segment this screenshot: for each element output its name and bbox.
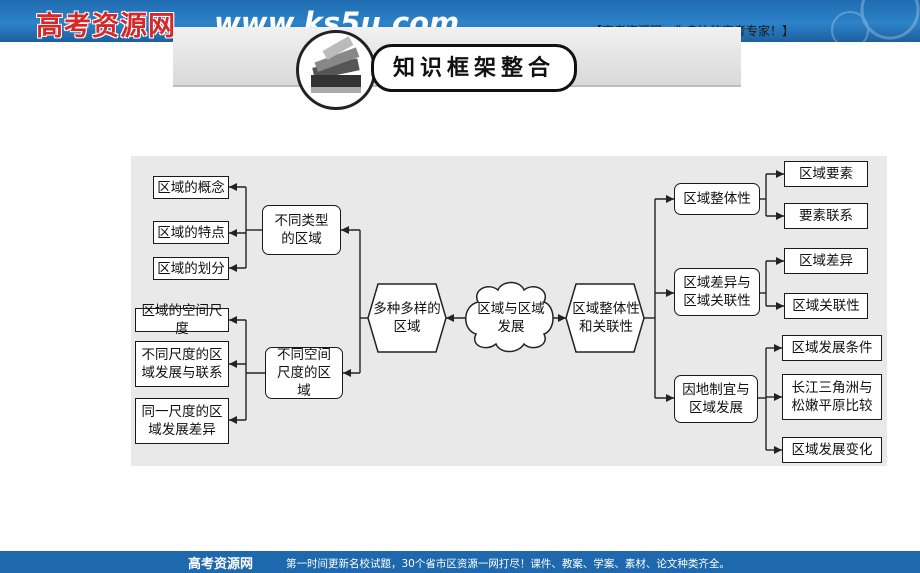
left-branch-types: 不同类型的区域 [262,205,341,255]
right-leaf-conditions: 区域发展条件 [782,335,882,361]
books-icon [296,30,376,110]
right-main-hexagon [565,283,645,353]
right-leaf-change: 区域发展变化 [782,437,882,463]
center-node: 区域与区域发展 [477,301,545,335]
right-leaf-elements: 区域要素 [784,161,868,187]
center-cloud-shape [465,281,554,353]
footer-bar: 高考资源网 第一时间更新名校试题，30个省市区资源一网打尽！课件、教案、学案、素… [0,551,920,573]
left-leaf-division: 区域的划分 [153,257,229,280]
right-leaf-element-links: 要素联系 [784,203,868,229]
section-title-box: 知识框架整合 [371,44,577,92]
left-leaf-spatial-scale: 区域的空间尺度 [135,303,229,337]
footer-brand: 高考资源网 [188,557,254,572]
left-branch-spatial: 不同空间尺度的区域 [265,347,343,399]
right-branch-integrity: 区域整体性 [674,183,760,215]
left-leaf-different-scale: 不同尺度的区域发展与联系 [135,341,229,387]
left-main-node: 多种多样的区域 [373,301,441,335]
left-leaf-concept: 区域的概念 [153,176,229,199]
left-leaf-features: 区域的特点 [153,221,229,244]
right-leaf-comparison: 长江三角洲与松嫩平原比较 [782,374,882,420]
decorative-swirl-icon [831,0,920,42]
right-branch-difference: 区域差异与区域关联性 [674,268,760,316]
right-branch-adaptation: 因地制宜与区域发展 [674,375,758,423]
right-leaf-relevance: 区域关联性 [784,293,868,319]
site-logo: 高考资源网 [36,11,176,42]
left-leaf-same-scale: 同一尺度的区域发展差异 [135,398,229,444]
footer-text: 第一时间更新名校试题，30个省市区资源一网打尽！课件、教案、学案、素材、论文种类… [286,558,730,570]
section-title: 知识框架整合 [392,55,555,81]
right-main-node: 区域整体性和关联性 [572,301,640,335]
right-leaf-difference: 区域差异 [784,248,868,274]
left-main-hexagon [367,283,447,353]
